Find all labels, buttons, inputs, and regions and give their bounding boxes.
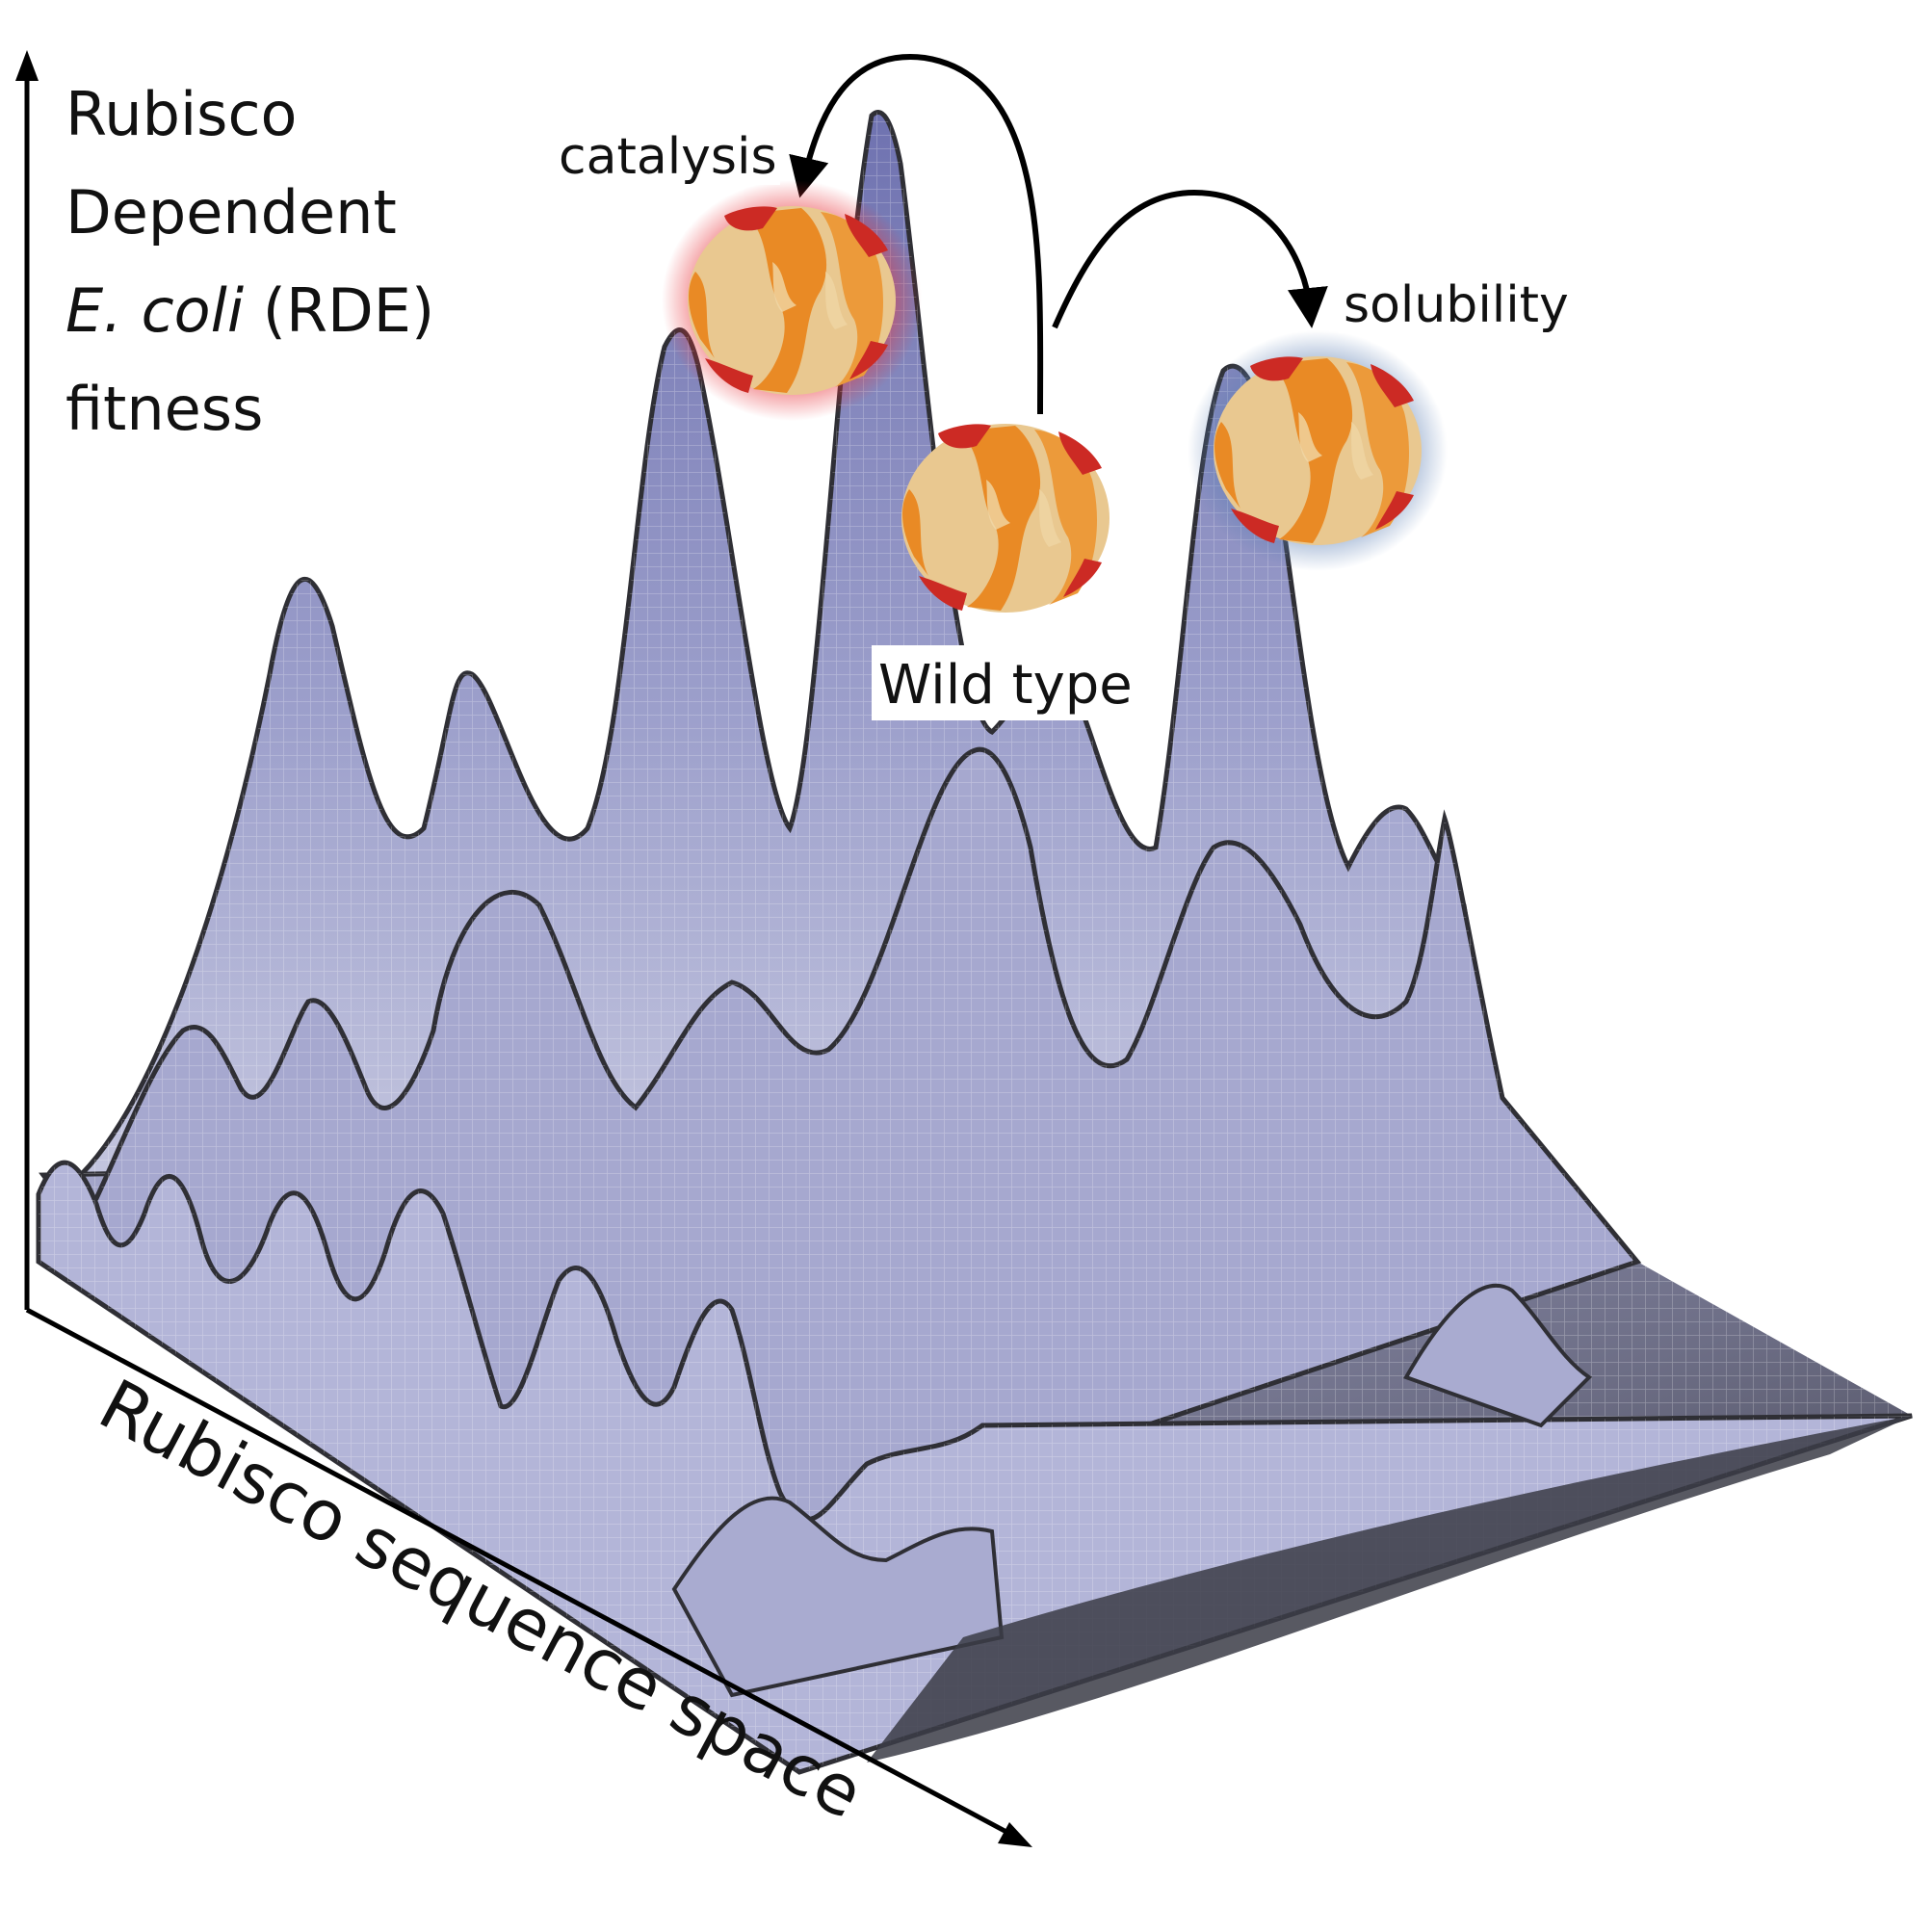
arrow-to-solubility	[1052, 189, 1328, 329]
catalysis-label-bg	[554, 123, 780, 185]
y-axis-title-part: (RDE)	[244, 275, 434, 346]
y-axis-title-part: Dependent	[65, 177, 397, 248]
wild-type-label: Wild type	[878, 654, 1133, 717]
y-axis-title-part: Rubisco	[65, 79, 298, 149]
mutation-arrows	[789, 54, 1328, 415]
solubility-label-bg	[1339, 272, 1594, 333]
y-axis-title-line: fitness	[65, 374, 263, 444]
fitness-landscape-surface	[36, 110, 1913, 1775]
wild-type-label-bg	[872, 645, 1139, 720]
solubility-variant-structure	[1188, 330, 1448, 571]
axes	[15, 50, 1032, 1847]
x-axis-line	[25, 1307, 1023, 1842]
y-axis-title-part: fitness	[65, 374, 263, 444]
y-axis-title-italic-part: E. coli	[65, 275, 244, 346]
y-axis-arrowhead	[15, 50, 39, 81]
catalysis-variant-structure	[662, 180, 922, 421]
arrow-to-catalysis	[789, 54, 1044, 415]
solubility-label: solubility	[1344, 276, 1569, 334]
y-axis-title-line: Rubisco	[65, 79, 298, 149]
y-axis-title-line: E. coli (RDE)	[65, 275, 434, 346]
catalysis-label: catalysis	[559, 128, 777, 186]
x-axis-arrowhead	[998, 1822, 1032, 1847]
wild-type-structure	[901, 424, 1110, 613]
y-axis-title-line: Dependent	[65, 177, 397, 248]
